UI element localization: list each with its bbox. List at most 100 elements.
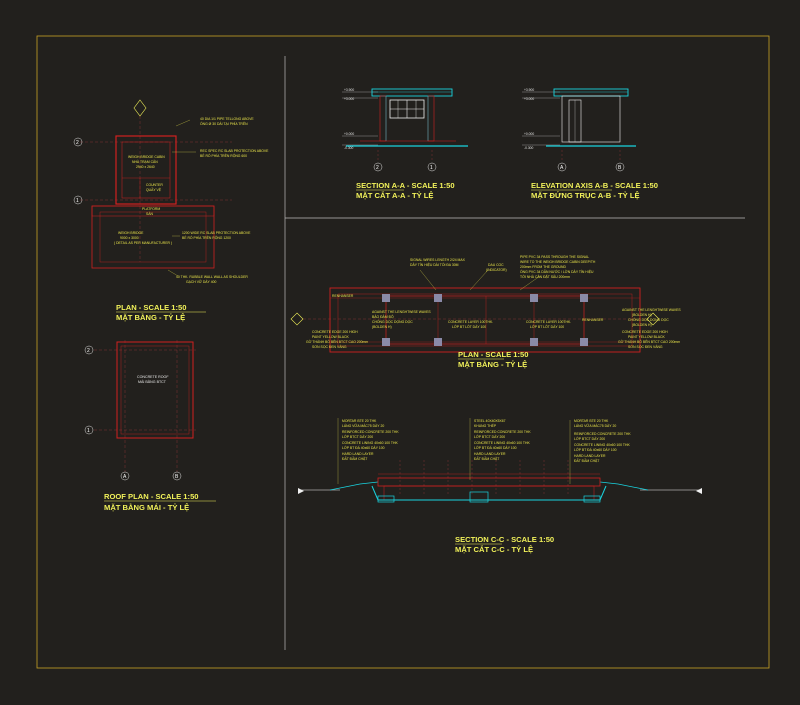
roof-axis-bubble-b bbox=[172, 471, 182, 481]
roof-axis-b: B bbox=[175, 474, 179, 480]
bridge-right-6: GỜ THÀNH BÓ BÊN BTCT CAO 200mm bbox=[618, 339, 680, 344]
plan-note-2: WEIGH BRIDGE CABIN bbox=[128, 155, 165, 159]
bridge-right-0: AGAINST THE LENGHTWISE WAVES bbox=[622, 308, 681, 312]
bridge-tag-left: RENHANSER bbox=[332, 294, 354, 298]
ab-level-0: +3.900 bbox=[524, 88, 534, 92]
bridge-top-4: PIPE PVC 34 PASS THROUGH THE SIGNAL bbox=[520, 255, 589, 259]
bridge-top-8: TỚI NHÀ CÂN ĐẶT SÂU 200mm bbox=[520, 274, 570, 279]
roof-note-line2: MÁI BẰNG BTCT bbox=[138, 379, 167, 384]
bridge-top-5: WIRE TO THE WEIGH BRIDGE CABIN DEEP/TH bbox=[520, 260, 596, 264]
roof-axis-1: 1 bbox=[87, 428, 90, 434]
plan-note-3: NHÀ TRẠM CÂN bbox=[132, 160, 158, 164]
ab-axis-a: A bbox=[560, 165, 564, 171]
cc-c-6: HARD LAND LAYER bbox=[574, 454, 606, 458]
roof-axis-a: A bbox=[123, 474, 127, 480]
plan-note-6: BỂ RÓ PHÍA TRÊN RỘNG 600 bbox=[200, 153, 247, 158]
cc-a-7: ĐẤT ĐẦM CHẶT bbox=[342, 457, 367, 461]
plan-booth-drawing bbox=[73, 99, 232, 277]
cc-a-0: MORTAR BTE 20 THK bbox=[342, 419, 377, 423]
plan-note-13: ( DETAIL AS PER MANUFACTURER ) bbox=[114, 241, 172, 245]
bridge-mid-1: LỚP BT LÓT DÀY 100 bbox=[452, 324, 486, 329]
cc-a-5: LỚP BT ĐÁ 40x60 DÀY 100 bbox=[342, 445, 385, 450]
bridge-mid-3: LỚP BT LÓT DÀY 100 bbox=[530, 324, 564, 329]
plan-note-4: 2940 x 2640 bbox=[136, 165, 155, 169]
cc-c-7: ĐẤT ĐẦM CHẶT bbox=[574, 459, 599, 463]
plan-note-7: COUNTER bbox=[146, 183, 163, 187]
plan-note-16: 40 THK. RUBBLE WALL WALL AS SHOULDER bbox=[176, 275, 248, 279]
ab-level-1: +3.000 bbox=[524, 97, 534, 101]
bridge-top-3: (INDICATOR) bbox=[486, 268, 507, 272]
roof-plan-drawing bbox=[84, 340, 196, 481]
elevation-ab-title: ELEVATION AXIS A-B - SCALE 1:50 bbox=[531, 181, 658, 190]
cc-c-0: MORTAR BTE 20 THK bbox=[574, 419, 609, 423]
plan-note-11: WEIGH BRIDGE bbox=[118, 231, 144, 235]
cc-a-6: HARD LAND LAYER bbox=[342, 452, 374, 456]
bridge-top-6: 200mm FROM THE GROUND bbox=[520, 265, 566, 269]
plan-bridge-subtitle: MẶT BẰNG - TỶ LỆ bbox=[458, 360, 527, 369]
plan-note-14: 1200 WIDE RC SLAB PROTECTION ABOVE bbox=[182, 231, 251, 235]
elevation-ab-drawing bbox=[522, 88, 636, 172]
roof-axis-bubble-a bbox=[120, 471, 130, 481]
cc-a-1: LÁNG VỮA MÁC75 DÀY 20 bbox=[342, 423, 384, 428]
cc-b-7: ĐẤT ĐẦM CHẶT bbox=[474, 457, 499, 461]
section-cc-title: SECTION C-C - SCALE 1:50 bbox=[455, 535, 554, 544]
section-aa-subtitle: MẶT CẮT A-A - TỶ LỆ bbox=[356, 191, 433, 200]
bridge-left-7: SƠN SỌC ĐEN VÀNG bbox=[312, 345, 347, 349]
bridge-right-5: PAINT YELLOW BLACK bbox=[628, 335, 665, 339]
cc-b-5: LỚP BT ĐÁ 40x60 DÀY 100 bbox=[474, 445, 517, 450]
cc-c-5: LỚP BT ĐÁ 40x60 DÀY 100 bbox=[574, 447, 617, 452]
cc-a-2: REINFORCED CONCRETE 200 THK bbox=[342, 430, 399, 434]
plan-bridge-title: PLAN - SCALE 1:50 bbox=[458, 350, 528, 359]
section-aa-title: SECTION A-A - SCALE 1:50 bbox=[356, 181, 455, 190]
bridge-left-6: GỜ THÀNH BÓ BÊN BTCT CAO 200mm bbox=[306, 339, 368, 344]
cc-c-4: CONCRETE LINING 40x60 100 THK bbox=[574, 443, 630, 447]
plan-axis-1: 1 bbox=[76, 198, 79, 204]
bridge-left-0: AGAINST THE LENGHTWISE WAVES bbox=[372, 310, 431, 314]
bridge-top-7: ỐNG PVC 34 DẪN NƯỚC / LỜN DÂY TÍN HIỆU bbox=[520, 269, 594, 274]
roof-plan-title: ROOF PLAN - SCALE 1:50 bbox=[104, 492, 199, 501]
roof-plan-subtitle: MẶT BẰNG MÁI - TỶ LỆ bbox=[104, 503, 189, 512]
aa-level-3: -0.300 bbox=[344, 146, 354, 150]
bridge-right-1: (BOLDEN H) bbox=[632, 313, 652, 317]
ab-level-3: -0.300 bbox=[524, 146, 534, 150]
sheet-border bbox=[36, 35, 770, 669]
cc-b-1: KHUNG THÉP bbox=[474, 423, 497, 428]
cc-b-6: HARD LAND LAYER bbox=[474, 452, 506, 456]
section-cc-subtitle: MẶT CẮT C-C - TỶ LỆ bbox=[455, 545, 533, 554]
bridge-mid-0: CONCRETE LAYER 100THK. bbox=[448, 320, 493, 324]
section-aa-drawing bbox=[342, 88, 468, 172]
cc-b-4: CONCRETE LINING 40x60 100 THK bbox=[474, 441, 530, 445]
axis-bubble-2 bbox=[73, 137, 83, 147]
cc-a-3: LỚP BTCT DÀY 200 bbox=[342, 434, 373, 439]
cc-b-2: REINFORCED CONCRETE 200 THK bbox=[474, 430, 531, 434]
plan-axis-2: 2 bbox=[76, 140, 79, 146]
bridge-left-2: CHỐNG DỌC DỌNG DỌC bbox=[372, 319, 413, 324]
cc-c-3: LỚP BTCT DÀY 200 bbox=[574, 436, 605, 441]
plan-note-12: 9000 x 3000 bbox=[120, 236, 139, 240]
aa-axis-1: 1 bbox=[430, 165, 433, 171]
aa-level-1: +3.000 bbox=[344, 97, 354, 101]
ab-axis-b: B bbox=[618, 165, 622, 171]
roof-axis-bubble-2 bbox=[84, 345, 94, 355]
bridge-top-0: SIGNAL WIRES LENGTH 2/24 MAX bbox=[410, 258, 466, 262]
roof-note-line1: CONCRETE ROOF bbox=[137, 375, 169, 379]
aa-axis-2: 2 bbox=[376, 165, 379, 171]
plan-note-1: ỐNG Ø 30 DÀI TẠI PHÍA TRÊN bbox=[200, 121, 248, 126]
bridge-top-1: DÂY TÍN HIỆU DÀI TỐI ĐA 30M bbox=[410, 262, 459, 267]
bridge-left-1: BẢO ĐẢM ĐỘ bbox=[372, 314, 394, 319]
roof-axis-bubble-1 bbox=[84, 425, 94, 435]
bridge-left-3: (BOLDEN H) bbox=[372, 325, 392, 329]
ab-level-2: +0.000 bbox=[524, 132, 534, 136]
plan-note-0: 40 DIA 1/1 PIPE TELLONG ABOVE bbox=[200, 117, 254, 121]
plan-note-5: REC SPEC RC SLAB PROTECTION ABOVE bbox=[200, 149, 269, 153]
bridge-right-4: CONCRETE EDGE 200 HIGH bbox=[622, 330, 668, 334]
cc-b-3: LỚP BTCT DÀY 200 bbox=[474, 434, 505, 439]
bridge-right-3: (BOLDEN H) bbox=[632, 323, 652, 327]
bridge-left-5: PAINT YELLOW BLACK bbox=[312, 335, 349, 339]
bridge-top-2: DAU COC bbox=[488, 263, 504, 267]
plan-note-10: SÀN bbox=[146, 212, 154, 216]
axis-bubble-1 bbox=[73, 195, 83, 205]
plan-note-9: PLATFORM bbox=[142, 207, 160, 211]
bridge-right-7: SƠN SỌC ĐEN VÀNG bbox=[628, 345, 663, 349]
